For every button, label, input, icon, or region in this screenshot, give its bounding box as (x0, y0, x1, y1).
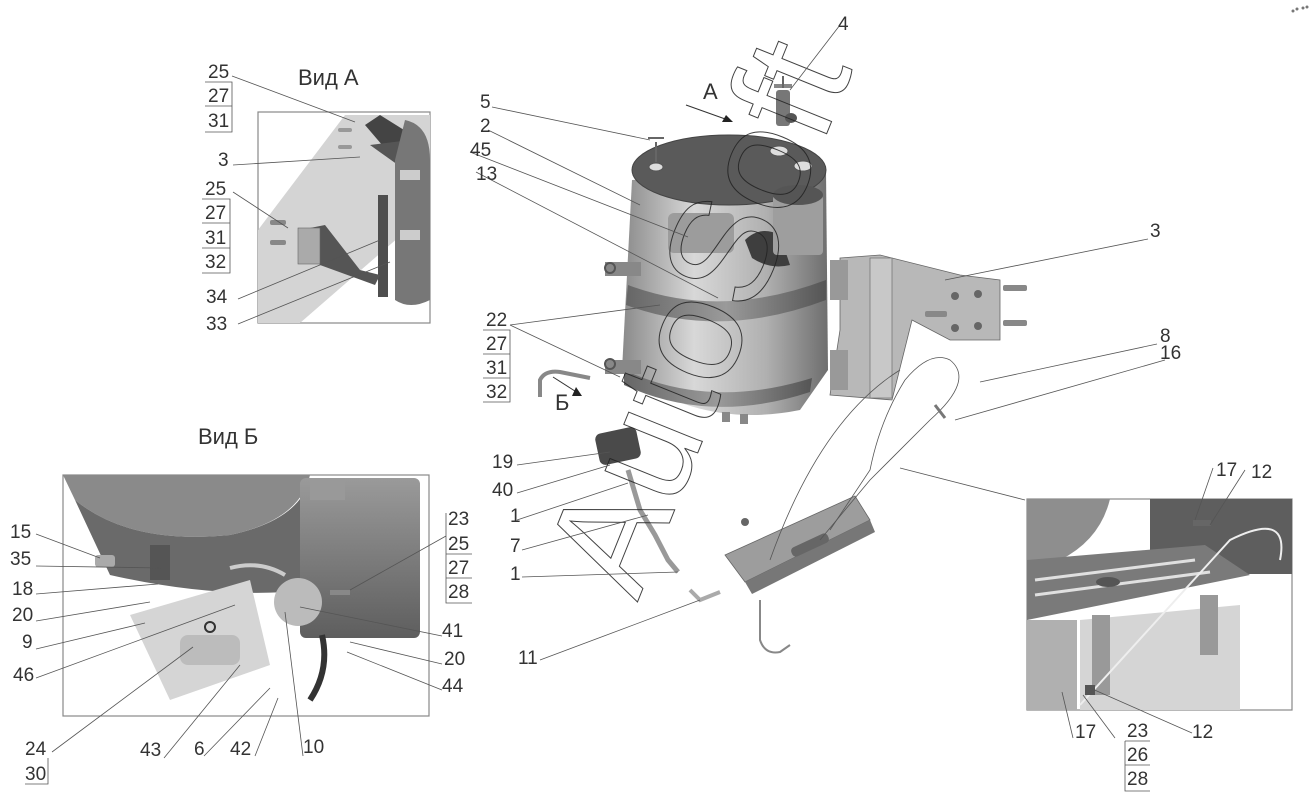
stack-item: 25 (205, 179, 226, 200)
callout-4: 4 (838, 14, 849, 35)
stack-item: 31 (208, 111, 229, 132)
clamp-brackets (604, 262, 641, 374)
callout-7: 7 (510, 536, 521, 557)
stack-item: 28 (448, 582, 469, 603)
view-c-callout-17-bottom: 17 (1075, 722, 1096, 743)
stack-item: 25 (208, 62, 229, 83)
callout-3: 3 (1150, 221, 1161, 242)
view-b-callout-15: 15 (10, 522, 31, 543)
stack-item: 27 (205, 203, 226, 224)
view-b-callout-41: 41 (442, 621, 463, 642)
direction-label-a: А (703, 79, 718, 104)
main-callouts: 4 5 2 45 13 3 8 16 19 40 1 7 1 11 22 27 … (470, 14, 1181, 669)
callout-1-lower: 1 (510, 564, 521, 585)
view-c-callout-12-top: 12 (1251, 462, 1272, 483)
view-a-callout-3: 3 (218, 150, 229, 171)
callout-5: 5 (480, 92, 491, 113)
stack-item: 27 (486, 334, 507, 355)
view-b-title: Вид Б (198, 424, 258, 449)
view-b-illustration (63, 475, 420, 702)
callout-stack-22: 22 27 31 32 (483, 310, 511, 403)
direction-marker-b: Б (552, 376, 582, 415)
view-b-callout-42: 42 (230, 739, 251, 760)
view-b-callout-18: 18 (12, 579, 33, 600)
stack-item: 32 (486, 382, 507, 403)
callout-2: 2 (480, 116, 491, 137)
view-b-callout-20-right: 20 (444, 649, 465, 670)
view-b-callout-6: 6 (194, 739, 205, 760)
callout-stack-25-bottom: 25 27 31 32 (202, 179, 231, 274)
callout-stack-25-top: 25 27 31 (205, 62, 233, 133)
main-assembly: А Б (538, 76, 1027, 654)
view-b-callout-20-left: 20 (12, 605, 33, 626)
callout-19: 19 (492, 452, 513, 473)
callout-8: 8 (1160, 326, 1171, 347)
callout-45: 45 (470, 140, 491, 161)
view-a-callouts: 25 27 31 3 25 27 31 32 34 33 (202, 62, 233, 335)
stack-item: 27 (208, 86, 229, 107)
view-c-callouts: 17 12 17 12 23 26 28 (1075, 460, 1272, 792)
vent-part-5 (648, 137, 664, 162)
corner-mark (1291, 5, 1309, 13)
view-b-callout-9: 9 (22, 632, 33, 653)
stack-item: 32 (205, 252, 226, 273)
stack-item: 30 (25, 764, 46, 785)
valve-part-4 (774, 76, 797, 126)
callout-16: 16 (1160, 343, 1181, 364)
stack-item: 25 (448, 534, 469, 555)
view-c-illustration (1027, 499, 1292, 710)
stack-item: 31 (205, 228, 226, 249)
direction-marker-a: А (685, 79, 733, 122)
fuel-filter (538, 369, 721, 603)
view-c-callout-17-top: 17 (1216, 460, 1237, 481)
view-b-callout-44: 44 (442, 676, 464, 697)
leader-lines (35, 24, 1246, 759)
stack-item: 27 (448, 558, 469, 579)
mounting-bracket-3 (829, 254, 1027, 401)
view-b-callouts: 15 35 18 20 9 46 43 6 42 10 41 20 44 23 … (10, 509, 472, 785)
view-b-panel: Вид Б (62, 424, 430, 717)
wire-harness (769, 357, 960, 561)
stack-item: 26 (1127, 745, 1148, 766)
pump-unit (724, 495, 875, 654)
stack-item: 23 (1127, 721, 1148, 742)
view-c-panel (1026, 498, 1293, 711)
stack-item: 23 (448, 509, 469, 530)
view-a-title: Вид А (298, 65, 359, 90)
callout-40: 40 (492, 480, 513, 501)
callout-13: 13 (476, 164, 497, 185)
view-b-callout-43: 43 (140, 740, 161, 761)
callout-stack-23-26: 23 26 28 (1124, 721, 1150, 792)
callout-11: 11 (518, 648, 538, 669)
view-b-callout-10: 10 (303, 737, 324, 758)
view-b-callout-35: 35 (10, 549, 31, 570)
view-a-callout-34: 34 (206, 287, 228, 308)
stack-item: 28 (1127, 769, 1148, 790)
callout-stack-24: 24 30 (25, 739, 49, 785)
callout-1-upper: 1 (510, 506, 521, 527)
view-b-callout-46: 46 (13, 665, 34, 686)
callout-stack-23: 23 25 27 28 (445, 509, 472, 604)
stack-item: 31 (486, 358, 507, 379)
view-c-callout-12-bottom: 12 (1192, 722, 1213, 743)
stack-item: 22 (486, 310, 507, 331)
direction-label-b: Б (555, 390, 569, 415)
view-a-illustration (258, 115, 430, 323)
view-a-callout-33: 33 (206, 314, 227, 335)
stack-item: 24 (25, 739, 47, 760)
view-a-panel: Вид А (257, 65, 431, 324)
